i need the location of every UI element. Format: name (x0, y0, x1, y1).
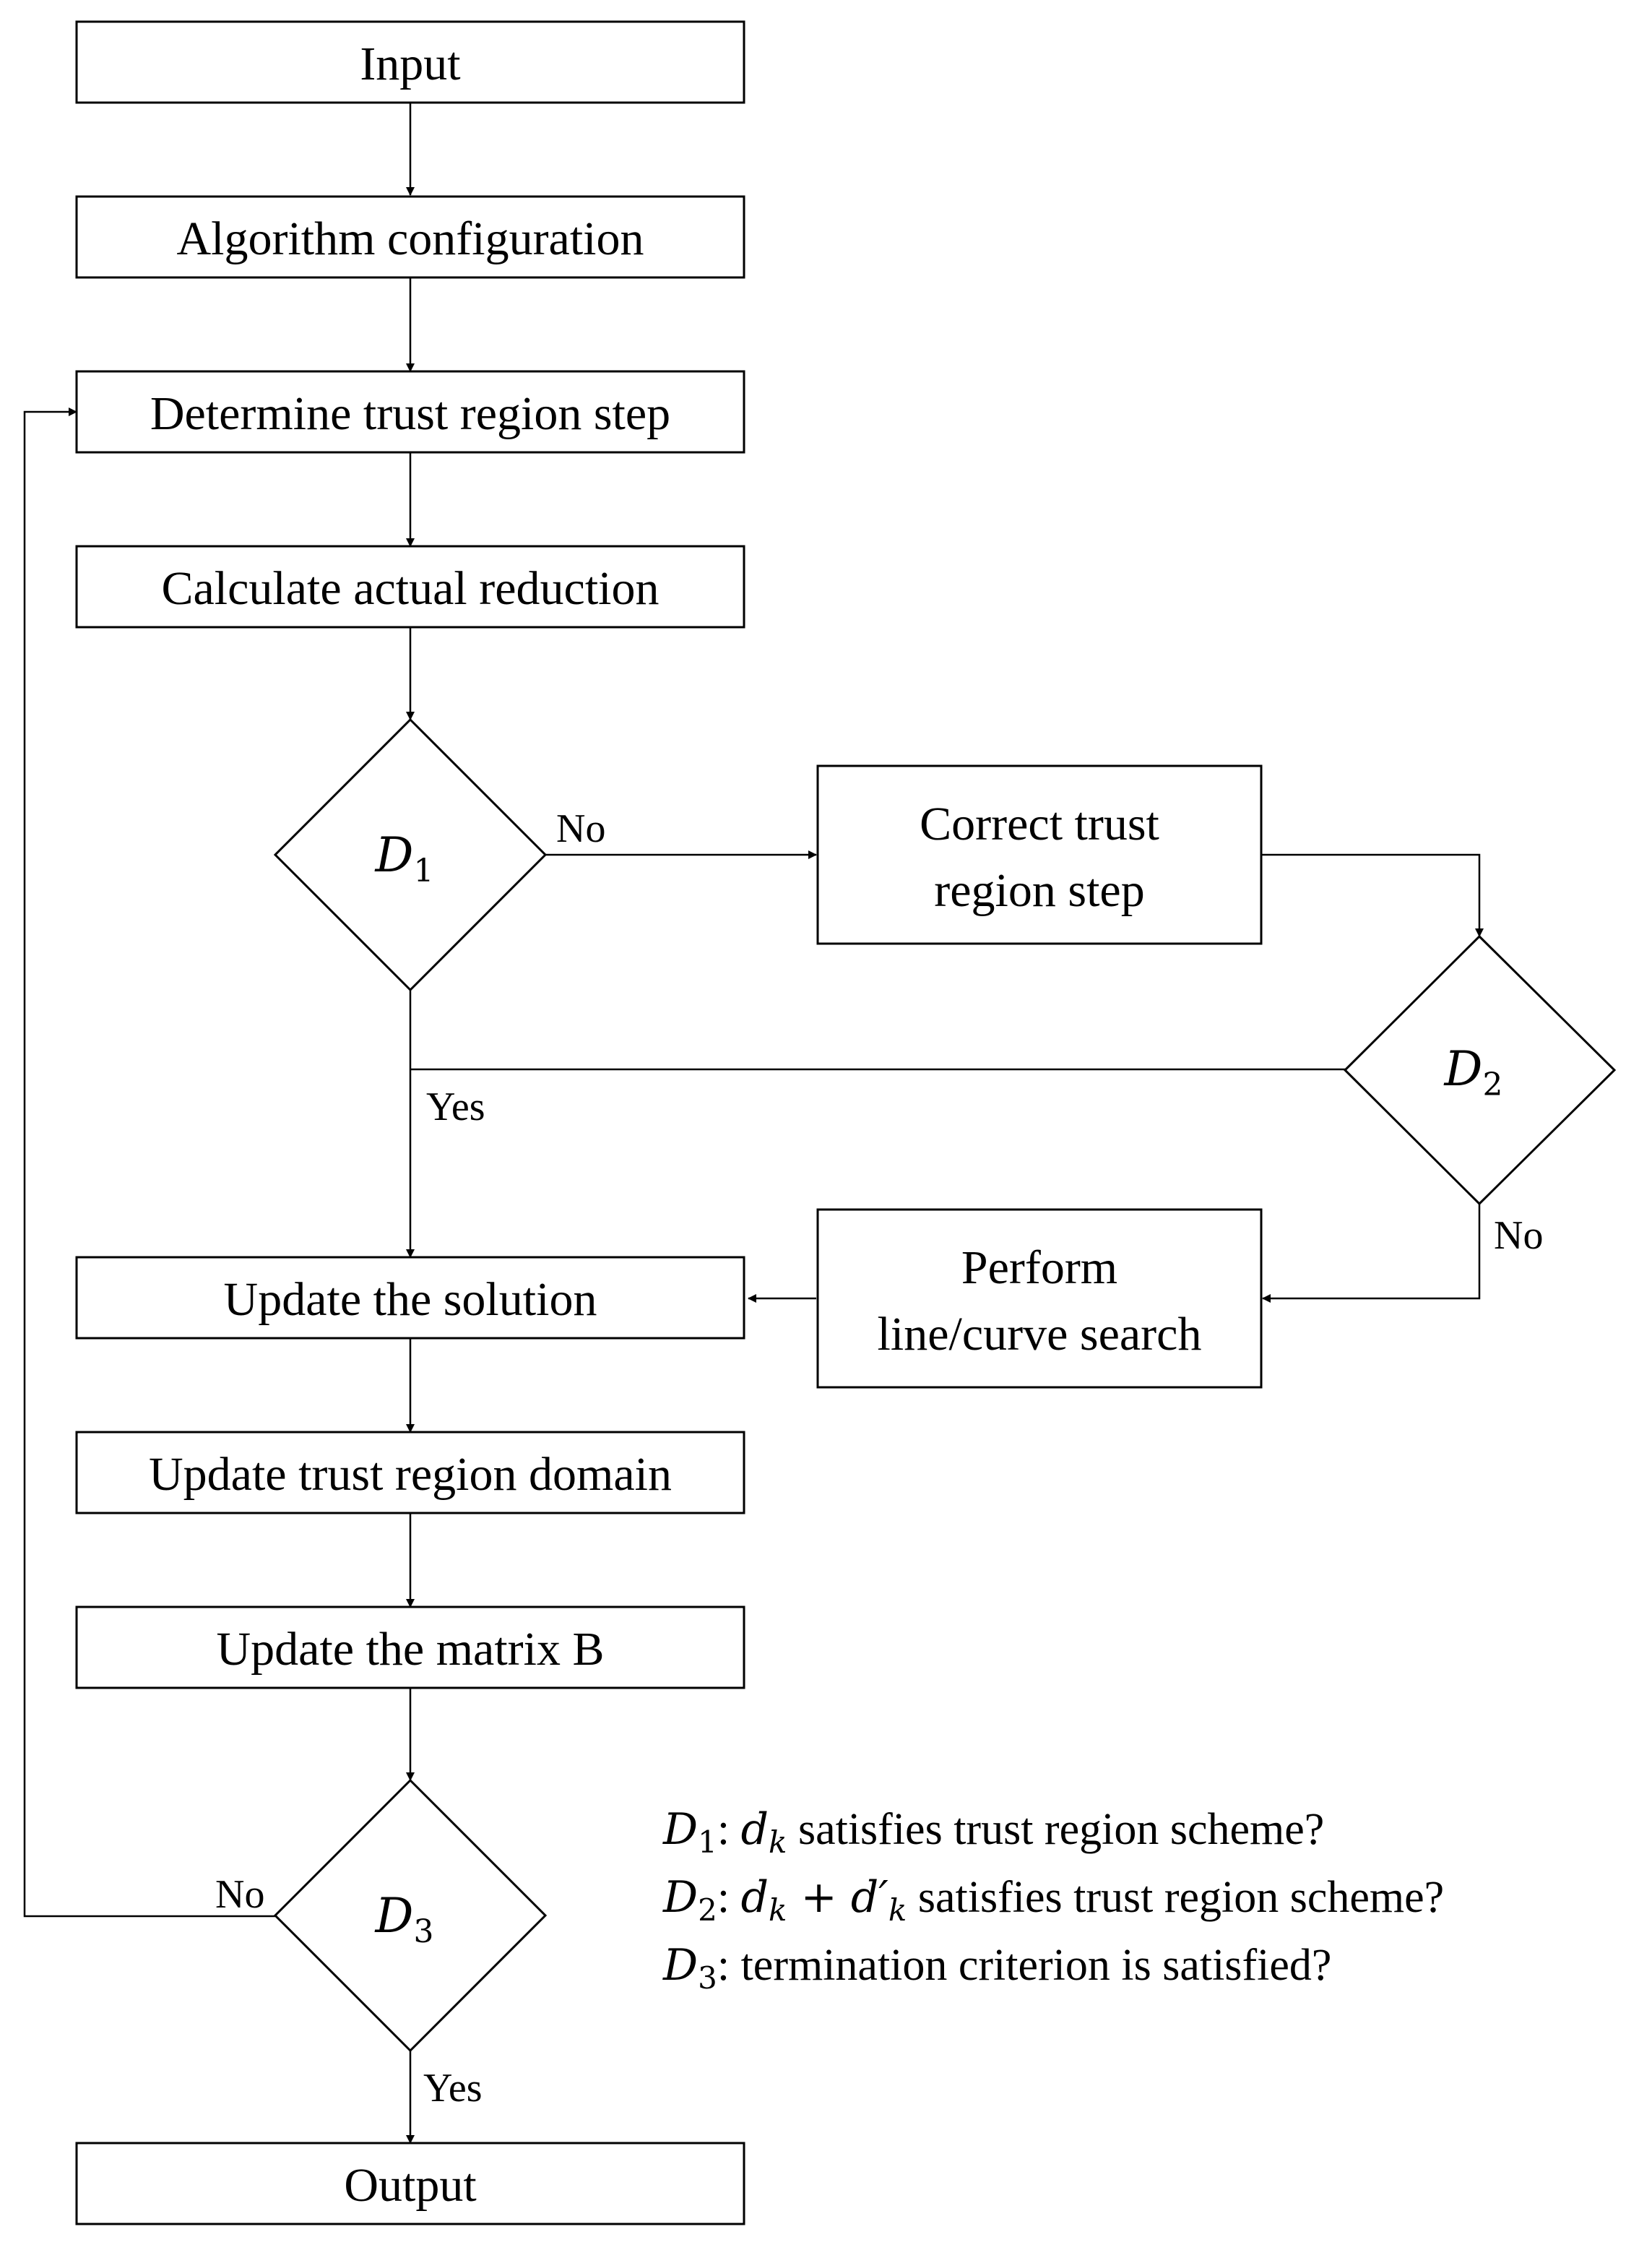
legend-item-d1: D1: dk satisfies trust region scheme? (662, 1804, 1324, 1860)
node-output-label: Output (344, 2159, 476, 2212)
node-update-trust-region-domain: Update trust region domain (75, 1431, 745, 1514)
node-input-label: Input (360, 38, 460, 90)
edge-label-d1-no: No (556, 806, 605, 851)
node-update-domain-label: Update trust region domain (149, 1448, 672, 1501)
legend: D1: dk satisfies trust region scheme? D2… (662, 1804, 1444, 1996)
node-correct-trust-region-step: Correct trust region step (816, 764, 1263, 945)
node-calculate-label: Calculate actual reduction (161, 562, 659, 615)
legend-item-d2: D2: dk + d′k satisfies trust region sche… (662, 1872, 1444, 1928)
node-update-solution-label: Update the solution (224, 1273, 597, 1326)
node-perform-label-1: Perform (961, 1241, 1117, 1294)
node-perform-line-curve-search: Perform line/curve search (816, 1208, 1263, 1389)
decision-d2: D2 (1343, 934, 1617, 1206)
node-correct-label-1: Correct trust (920, 798, 1159, 850)
node-algorithm-configuration: Algorithm configuration (75, 195, 745, 279)
node-input: Input (75, 20, 745, 104)
decision-d1-label: D1 (375, 827, 434, 889)
edge-label-d1-yes: Yes (426, 1085, 485, 1129)
node-correct-label-2: region step (934, 864, 1144, 917)
node-config-label: Algorithm configuration (176, 212, 644, 265)
edge-correct-d2 (1261, 853, 1484, 937)
node-update-the-matrix-b: Update the matrix B (75, 1605, 745, 1689)
node-update-the-solution: Update the solution (75, 1256, 745, 1340)
edge-label-d3-yes: Yes (423, 2066, 482, 2111)
edge-label-d3-no: No (215, 1872, 264, 1917)
decision-d2-label: D2 (1444, 1041, 1503, 1103)
node-calculate-actual-reduction: Calculate actual reduction (75, 545, 745, 629)
edges (23, 103, 1484, 2144)
edge-d2-no-perform (1262, 1204, 1481, 1303)
node-perform-label-2: line/curve search (878, 1308, 1202, 1361)
edge-label-d2-no: No (1494, 1213, 1543, 1258)
decision-d1: D1 (273, 717, 548, 992)
node-output: Output (75, 2142, 745, 2225)
legend-item-d3: D3: termination criterion is satisfied? (662, 1940, 1331, 1996)
node-update-matrix-label: Update the matrix B (216, 1623, 604, 1676)
decision-d3: D3 (273, 1778, 548, 2053)
node-determine-label: Determine trust region step (150, 387, 670, 440)
decision-d3-label: D3 (375, 1888, 434, 1950)
node-determine-trust-region-step: Determine trust region step (75, 370, 745, 454)
edge-d3-no-loop (23, 408, 276, 1918)
